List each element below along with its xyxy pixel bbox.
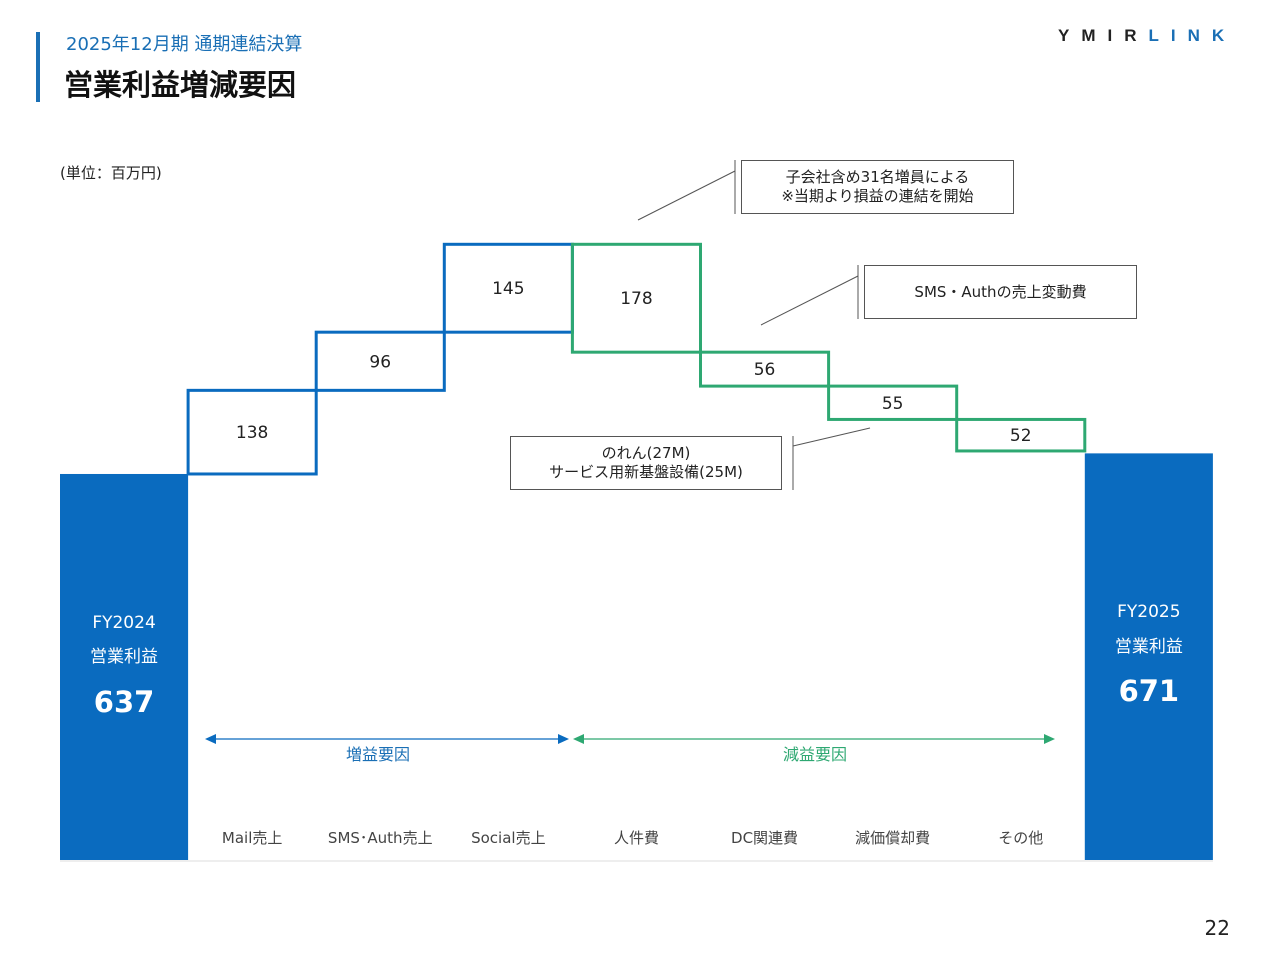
decrease-group-label: 減益要因 — [783, 745, 847, 764]
category-label: DC関連費 — [731, 829, 798, 847]
step-value-label: 145 — [492, 279, 524, 299]
category-label: その他 — [998, 829, 1043, 847]
company-logo: YMIRLINK — [1058, 26, 1236, 46]
bar-fy2025-year: FY2025 — [1117, 602, 1180, 622]
bar-fy2025 — [1084, 453, 1213, 860]
page-subtitle: 2025年12月期 通期連結決算 — [66, 34, 303, 55]
unit-label: (単位：百万円) — [60, 164, 162, 182]
bar-fy2024-value: 637 — [94, 685, 155, 719]
note-personnel: 子会社含め31名増員による※当期より損益の連結を開始 — [741, 160, 1014, 214]
callout-line-personnel — [637, 170, 736, 221]
decrease-arrow-left-icon — [573, 734, 584, 744]
category-label: Social売上 — [471, 829, 545, 847]
category-label: 人件費 — [614, 829, 659, 847]
page-title: 営業利益増減要因 — [64, 68, 297, 102]
step-value-label: 96 — [369, 352, 391, 372]
step-bar-2 — [314, 330, 446, 392]
category-label: 減価償却費 — [855, 829, 930, 847]
category-label: Mail売上 — [222, 829, 282, 847]
callout-line-depreciation — [792, 427, 871, 447]
step-value-label: 138 — [236, 423, 268, 443]
bar-fy2024-year: FY2024 — [92, 613, 155, 633]
step-value-label: 178 — [620, 289, 652, 309]
increase-arrow-left-icon — [205, 734, 216, 744]
note-depreciation-line2: サービス用新基盤設備(25M) — [549, 463, 743, 481]
increase-arrow-right-icon — [558, 734, 569, 744]
note-personnel-line1: 子会社含め31名増員による — [785, 168, 970, 186]
callout-line-sms — [760, 275, 859, 326]
step-bar-5 — [699, 350, 831, 388]
category-label: SMS･Auth売上 — [328, 829, 433, 847]
note-depreciation: のれん(27M)サービス用新基盤設備(25M) — [510, 436, 782, 490]
step-value-label: 55 — [882, 394, 904, 414]
bar-fy2024 — [60, 473, 189, 860]
step-bar-7 — [955, 417, 1087, 453]
step-value-label: 52 — [1010, 426, 1032, 446]
decrease-arrow-right-icon — [1044, 734, 1055, 744]
step-value-label: 56 — [754, 360, 776, 380]
title-accent-bar — [36, 32, 40, 102]
bar-fy2024-metric: 営業利益 — [90, 647, 158, 667]
logo-right: LINK — [1148, 26, 1237, 45]
page-number: 22 — [1204, 916, 1230, 940]
logo-left: YMIR — [1058, 26, 1149, 45]
note-sms: SMS・Authの売上変動費 — [864, 265, 1137, 319]
bar-fy2025-metric: 営業利益 — [1115, 637, 1183, 657]
note-depreciation-line1: のれん(27M) — [601, 444, 691, 462]
bar-fy2025-value: 671 — [1119, 674, 1180, 708]
step-bar-6 — [827, 384, 959, 421]
note-personnel-line2: ※当期より損益の連結を開始 — [781, 187, 974, 205]
increase-group-label: 増益要因 — [346, 745, 410, 764]
step-bar-1 — [186, 388, 318, 476]
step-bar-4 — [570, 242, 703, 354]
